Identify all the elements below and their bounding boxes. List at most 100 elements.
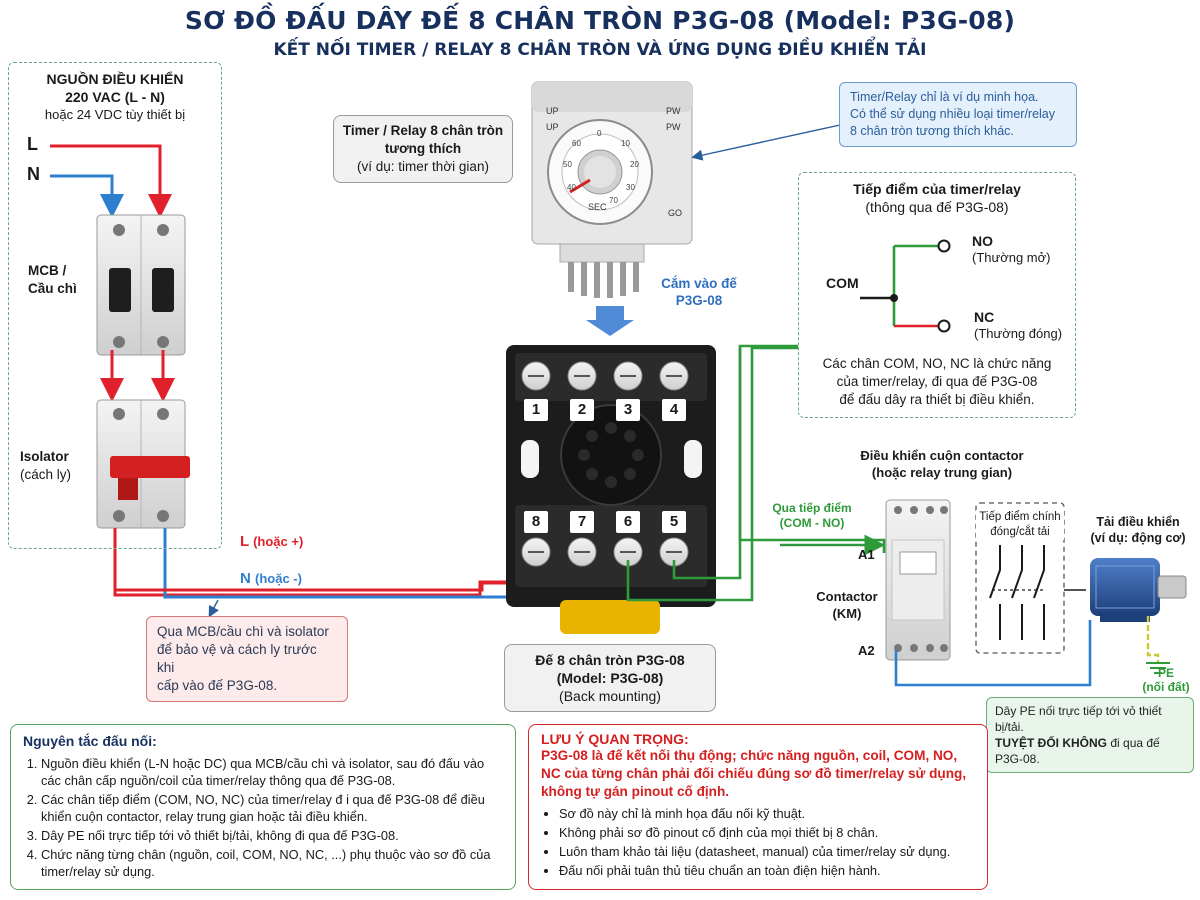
via-contact-line: Qua tiếp điểm <box>772 501 852 515</box>
power-source-panel <box>8 62 222 549</box>
contacts-desc-line: Các chân COM, NO, NC là chức năng <box>822 356 1052 371</box>
L-terminal-label: L <box>27 134 38 154</box>
pe-note-line-2: TUYỆT ĐỐI KHÔNG đi qua đế P3G-08. <box>995 735 1185 767</box>
pin-2-label: 2 <box>577 401 587 418</box>
A1-label: A1 <box>858 547 875 562</box>
principles-list: Nguồn điều khiển (L-N hoặc DC) qua MCB/c… <box>23 755 503 880</box>
via-contact-label: Qua tiếp điểm (COM - NO) <box>764 501 860 531</box>
dial-pw-label: PW <box>666 106 681 116</box>
contactor-title-line: Điều khiển cuộn contactor <box>860 448 1024 463</box>
dial-unit-label: SEC <box>588 202 607 212</box>
pe-note-rest: đi qua đế P3G-08. <box>995 736 1160 766</box>
via-contact-line: (COM - NO) <box>779 516 845 530</box>
principles-item: Các chân tiếp điểm (COM, NO, NC) của tim… <box>41 791 503 825</box>
main-contacts-box <box>975 502 1065 654</box>
principles-panel: Nguyên tắc đấu nối: Nguồn điều khiển (L-… <box>10 724 516 890</box>
pin-7-label: 7 <box>577 513 587 530</box>
principles-item: Nguồn điều khiển (L-N hoặc DC) qua MCB/c… <box>41 755 503 789</box>
nc-desc: (Thường đóng) <box>974 326 1063 341</box>
main-contacts-switches <box>989 545 1045 640</box>
L-wire-letter: L <box>240 533 249 550</box>
N-wire-suffix: (hoặc -) <box>255 571 302 586</box>
no-desc: (Thường mở) <box>972 250 1051 265</box>
timer-label-line: tương thích <box>384 141 462 156</box>
dial-pw-label-2: PW <box>666 122 681 132</box>
plug-label: Cắm vào đế P3G-08 <box>654 275 744 309</box>
L-wire-label: L (hoặc +) <box>240 533 303 550</box>
source-alt: hoặc 24 VDC tùy thiết bị <box>44 107 186 122</box>
principles-title: Nguyên tắc đấu nối: <box>23 733 157 749</box>
contacts-title-line: (thông qua đế P3G-08) <box>865 199 1009 215</box>
dial-up-label-2: UP <box>546 122 559 132</box>
contacts-desc-line: để đấu dây ra thiết bị điều khiển. <box>839 392 1035 407</box>
contactor-title: Điều khiển cuộn contactor (hoặc relay tr… <box>842 447 1042 481</box>
pe-note-bold: TUYỆT ĐỐI KHÔNG <box>995 736 1108 750</box>
page-subtitle: KẾT NỐI TIMER / RELAY 8 CHÂN TRÒN VÀ ỨNG… <box>273 40 927 60</box>
pin-5-label: 5 <box>669 513 679 530</box>
timer-note: Timer/Relay chỉ là ví dụ minh họa. Có th… <box>839 82 1077 147</box>
mcb-device <box>96 214 186 356</box>
timer-label-line: (ví dụ: timer thời gian) <box>357 159 489 174</box>
contacts-title-line: Tiếp điểm của timer/relay <box>853 181 1021 197</box>
contacts-panel <box>798 172 1076 418</box>
socket-label-box: Đế 8 chân tròn P3G-08 (Model: P3G-08) (B… <box>504 644 716 712</box>
pin-4-label: 4 <box>669 401 679 418</box>
warning-title: LƯU Ý QUAN TRỌNG: <box>541 731 689 747</box>
pin-8-label: 8 <box>531 513 541 530</box>
source-voltage: 220 VAC (L - N) <box>65 89 165 105</box>
N-terminal-label: N <box>27 164 40 184</box>
pin-6-label: 6 <box>623 513 633 530</box>
pe-label-line: PE <box>1157 666 1174 680</box>
protect-note: Qua MCB/cầu chì và isolator để bảo vệ và… <box>146 616 348 702</box>
isolator-label: Isolator <box>20 449 69 464</box>
N-wire-label: N (hoặc -) <box>240 570 302 587</box>
principles-item: Dây PE nối trực tiếp tới vỏ thiết bị/tải… <box>41 827 503 844</box>
warning-item: Đấu nối phải tuân thủ tiêu chuẩn an toàn… <box>559 862 975 879</box>
motor-load <box>1090 558 1187 622</box>
timer-label-box: Timer / Relay 8 chân tròn tương thích (v… <box>333 115 513 183</box>
contacts-desc: Các chân COM, NO, NC là chức năng của ti… <box>800 355 1074 409</box>
nc-label: NC <box>974 309 995 325</box>
dial-number: 30 <box>626 183 635 192</box>
warning-list: Sơ đồ này chỉ là minh họa đấu nối kỹ thu… <box>541 805 975 879</box>
N-wire-letter: N <box>240 570 251 587</box>
contactor-name-line: (KM) <box>832 606 862 621</box>
pe-note-line: Dây PE nối trực tiếp tới vỏ thiết bị/tải… <box>995 704 1162 734</box>
contactor-title-line: (hoặc relay trung gian) <box>871 465 1013 480</box>
protect-note-line: Qua MCB/cầu chì và isolator <box>157 624 329 639</box>
pin-3-label: 3 <box>623 401 633 418</box>
dial-number: 40 <box>567 183 576 192</box>
pe-note: Dây PE nối trực tiếp tới vỏ thiết bị/tải… <box>986 697 1194 773</box>
warning-item: Luôn tham khảo tài liệu (datasheet, manu… <box>559 843 975 860</box>
socket-p3g08 <box>506 345 716 634</box>
load-label-line: (ví dụ: động cơ) <box>1090 531 1186 545</box>
contactor-name: Contactor (KM) <box>812 588 882 622</box>
dial-up-label: UP <box>546 106 559 116</box>
dial-number: 60 <box>572 139 581 148</box>
contactor-km <box>885 499 951 661</box>
load-label-line: Tải điều khiển <box>1096 515 1180 529</box>
no-label: NO <box>972 233 993 249</box>
pin-1-label: 1 <box>531 401 541 418</box>
warning-item: Không phải sơ đồ pinout cố định của mọi … <box>559 824 975 841</box>
pe-label: PE (nối đất) <box>1138 666 1194 694</box>
mcb-label: MCB / <box>28 263 67 278</box>
dial-go-label: GO <box>668 208 683 218</box>
page-title: SƠ ĐỒ ĐẤU DÂY ĐẾ 8 CHÂN TRÒN P3G-08 (Mod… <box>184 6 1016 35</box>
mcb-label-2: Cầu chì <box>28 281 77 296</box>
plug-label-line: Cắm vào đế <box>661 276 737 291</box>
com-label: COM <box>826 275 859 291</box>
contactor-name-line: Contactor <box>816 589 878 604</box>
pe-wire <box>1146 616 1160 662</box>
source-title: NGUỒN ĐIỀU KHIỂN <box>46 71 184 87</box>
plug-label-line: P3G-08 <box>675 293 723 308</box>
pe-label-line: (nối đất) <box>1142 680 1190 694</box>
dial-number: 10 <box>621 139 630 148</box>
protect-note-line: để bảo vệ và cách ly trước khi <box>157 642 317 675</box>
A2-return-wire <box>894 620 1092 687</box>
L-wire-suffix: (hoặc +) <box>253 534 304 549</box>
isolator-device <box>96 399 190 529</box>
com-no-nc-schematic <box>860 239 951 333</box>
timer-device <box>531 81 693 298</box>
plug-arrow <box>586 306 634 336</box>
